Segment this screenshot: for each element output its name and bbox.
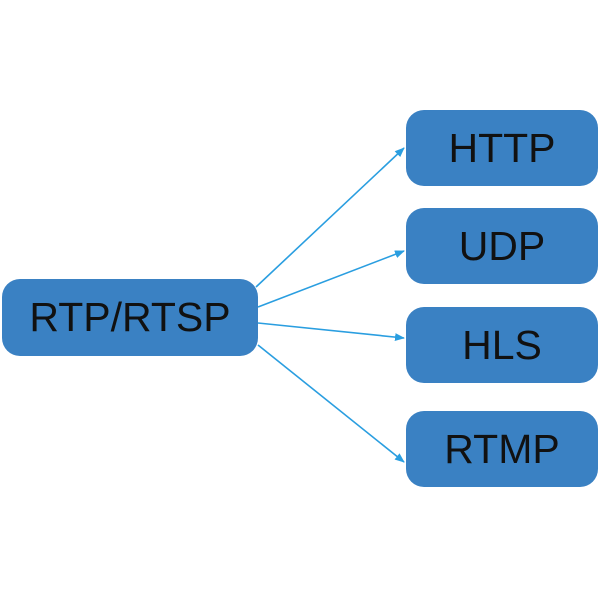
- arrow-to-http: [255, 147, 405, 288]
- node-rtmp: RTMP: [406, 411, 598, 487]
- node-hls: HLS: [406, 307, 598, 383]
- node-label: HTTP: [448, 124, 556, 171]
- node-label: UDP: [458, 222, 546, 269]
- node-label: RTMP: [444, 425, 560, 472]
- node-http: HTTP: [406, 110, 598, 186]
- arrow-to-hls: [257, 322, 405, 342]
- arrow-to-udp: [257, 250, 405, 308]
- node-label: RTP/RTSP: [29, 294, 231, 340]
- node-label: HLS: [462, 321, 542, 368]
- arrow-to-rtmp: [257, 344, 405, 463]
- node-udp: UDP: [406, 208, 598, 284]
- node-rtp-rtsp: RTP/RTSP: [2, 279, 258, 356]
